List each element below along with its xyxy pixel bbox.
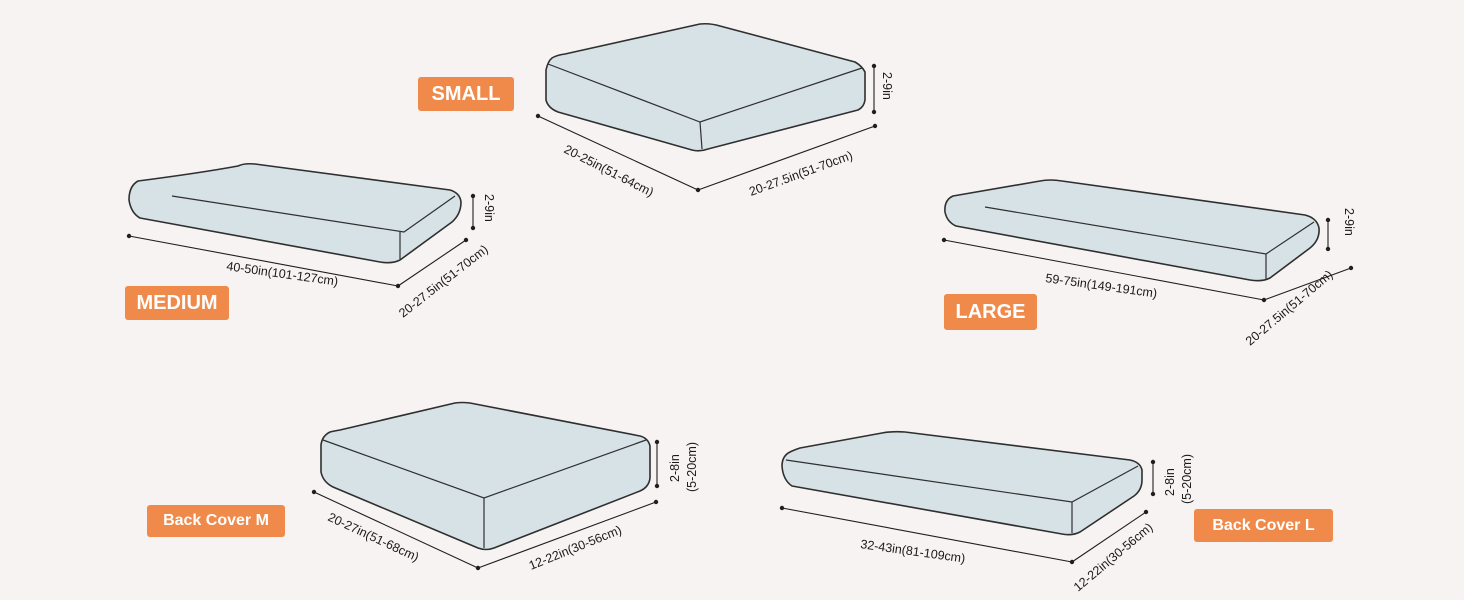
medium-height-label: 2-9in <box>482 194 496 222</box>
back-cover-l-depth-label: 12-22in(30-56cm) <box>1071 520 1156 594</box>
back-cover-m-height-line2: (5-20cm) <box>685 442 699 492</box>
medium-size-badge: MEDIUM <box>125 286 229 320</box>
small-depth-label: 20-27.5in(51-70cm) <box>747 148 854 198</box>
small-width-label: 20-25in(51-64cm) <box>562 142 656 199</box>
back-cover-m-cushion <box>320 401 651 551</box>
small-size-badge: SMALL <box>418 77 514 111</box>
back-cover-m-height-line1: 2-8in <box>668 454 682 482</box>
small-cushion <box>545 22 866 152</box>
large-size-badge: LARGE <box>944 294 1037 330</box>
back-cover-l-width-label: 32-43in(81-109cm) <box>860 537 967 566</box>
small-height-label: 2-9in <box>880 72 894 100</box>
medium-width-label: 40-50in(101-127cm) <box>226 259 339 289</box>
back-cover-l-cushion <box>781 430 1143 536</box>
large-cushion <box>944 179 1320 282</box>
medium-cushion <box>128 162 462 264</box>
back-cover-m-badge: Back Cover M <box>147 505 285 537</box>
back-cover-l-badge: Back Cover L <box>1194 509 1333 542</box>
large-height-label: 2-9in <box>1342 208 1356 236</box>
back-cover-l-height-line1: 2-8in <box>1163 468 1177 496</box>
large-width-label: 59-75in(149-191cm) <box>1045 271 1158 301</box>
back-cover-l-height-line2: (5-20cm) <box>1180 454 1194 504</box>
medium-depth-label: 20-27.5in(51-70cm) <box>396 242 491 320</box>
